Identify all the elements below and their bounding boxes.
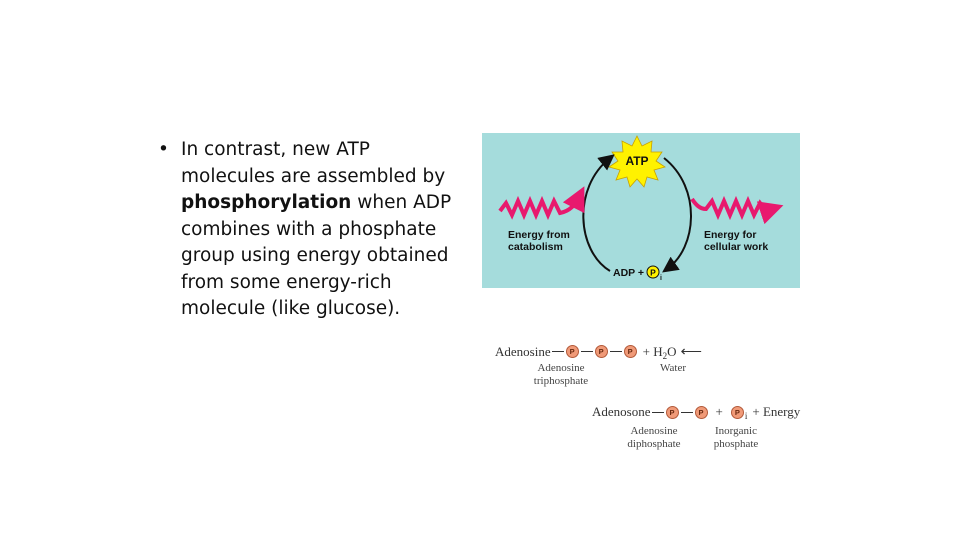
caption-adp: Adenosine diphosphate (618, 425, 690, 451)
eq1-adenosine: Adenosine (495, 343, 551, 359)
bullet-marker: • (158, 139, 169, 160)
bond-dash (609, 351, 622, 352)
bond-dash (680, 411, 693, 413)
bond-dash (651, 411, 664, 413)
caption-atp: Adenosine triphosphate (526, 362, 596, 388)
bullet-text-after: when ADP combines with a phosphate group… (181, 192, 452, 319)
energy-out-zigzag-icon (690, 195, 784, 225)
eq2-adenosone: Adenosone (592, 404, 651, 419)
phosphate-circle-icon: P (594, 345, 608, 358)
eq2-plus-energy: + Energy (752, 404, 801, 419)
atp-cycle-graphic: ATP ADP + P i (498, 135, 784, 282)
right-cycle-arrow (662, 157, 692, 273)
phosphate-circle-icon: P (665, 405, 679, 419)
eq1-water-end: O (667, 343, 677, 359)
energy-out-line1: Energy for (704, 229, 757, 241)
atp-starburst-icon (608, 135, 666, 188)
bond-dash (580, 351, 593, 352)
caption-water: Water (660, 362, 686, 374)
equilibrium-arrow-icon: ⟵ (680, 344, 702, 360)
adp-label: ADP + (613, 267, 644, 279)
eq1-water-sub: 2 (662, 350, 668, 361)
atp-label: ATP (625, 154, 648, 168)
bullet-text-before: In contrast, new ATP molecules are assem… (181, 139, 446, 187)
caption-atp-line1: Adenosine (537, 362, 585, 374)
bullet-text: In contrast, new ATP molecules are assem… (181, 137, 468, 323)
phosphate-circle-icon: P (694, 405, 708, 419)
phosphate-circle-icon: P (623, 345, 637, 358)
eq2-pi-sub: i (744, 411, 748, 421)
bullet-point: • In contrast, new ATP molecules are ass… (158, 137, 468, 323)
phosphate-circle-icon: P (565, 345, 579, 358)
bond-dash (551, 351, 564, 352)
caption-pi-line2: phosphate (713, 438, 759, 450)
caption-pi-line1: Inorganic (715, 425, 757, 437)
atp-cycle-diagram: ATP ADP + P i Energy from catabolism Ene… (482, 133, 800, 288)
pi-circle-icon (646, 265, 660, 279)
caption-adp-line2: diphosphate (627, 438, 681, 450)
inorganic-phosphate-circle-icon: P (730, 405, 744, 419)
eq1-plus-water: + H (642, 343, 663, 359)
caption-atp-line2: triphosphate (533, 375, 589, 387)
left-cycle-arrow (582, 154, 615, 272)
energy-out-line2: cellular work (704, 241, 769, 253)
energy-out-label: Energy for cellular work (704, 229, 768, 253)
caption-pi: Inorganic phosphate (705, 425, 767, 451)
energy-in-line2: catabolism (508, 241, 563, 253)
bullet-bold-term: phosphorylation (181, 192, 352, 213)
energy-in-line1: Energy from (508, 229, 570, 241)
eq2-plus: + (715, 404, 723, 419)
energy-in-label: Energy from catabolism (508, 229, 570, 253)
pi-subscript: i (660, 275, 662, 282)
energy-in-zigzag-icon (498, 186, 585, 221)
caption-adp-line1: Adenosine (630, 425, 678, 437)
pi-symbol: P (650, 268, 656, 278)
